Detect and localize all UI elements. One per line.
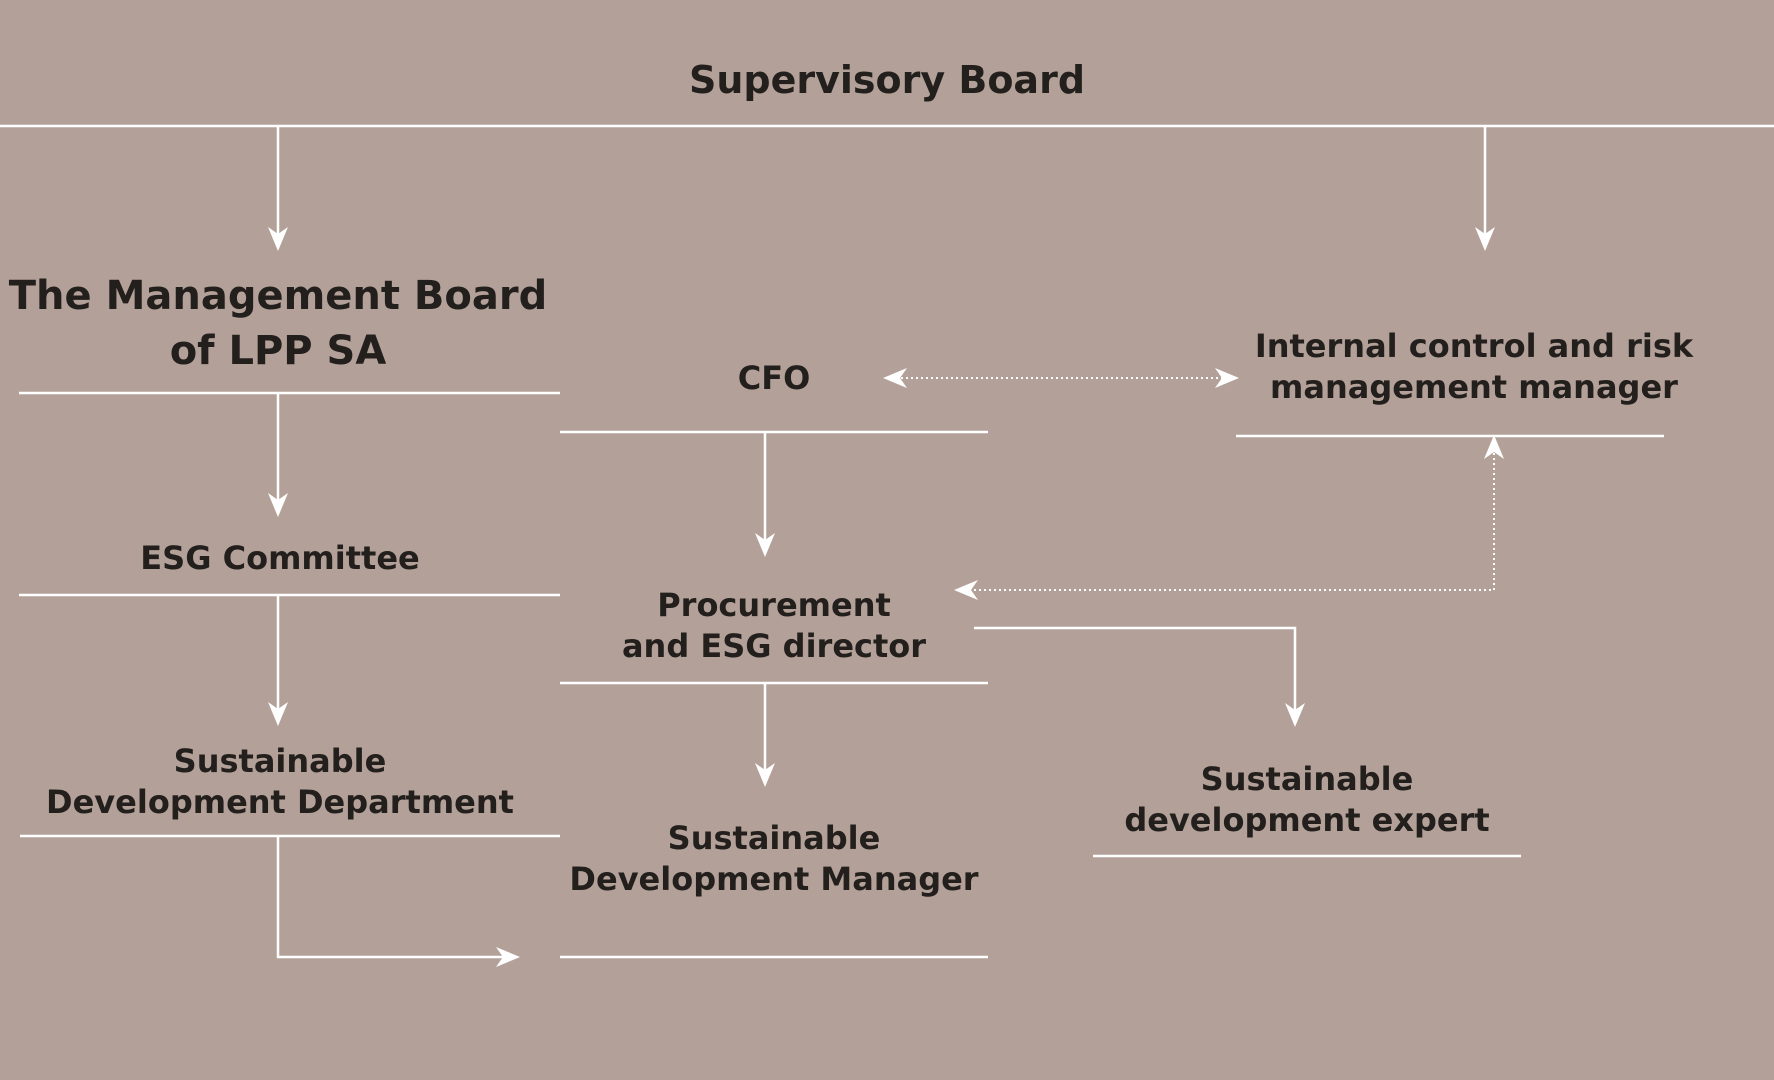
cfo-label: CFO (560, 358, 988, 399)
sustainable-dev-department-label: Sustainable Development Department (0, 741, 560, 823)
internal-control-line2: management manager (1270, 367, 1678, 406)
expert-line2: development expert (1124, 800, 1490, 839)
procurement-director-label: Procurement and ESG director (560, 585, 988, 667)
sdm-line1: Sustainable (667, 819, 881, 857)
procurement-line2: and ESG director (621, 626, 927, 665)
procurement-line1: Procurement (657, 586, 891, 624)
management-board-line1: The Management Board (8, 273, 548, 319)
supervisory-board-label: Supervisory Board (587, 56, 1187, 105)
management-board-line2: of LPP SA (169, 328, 387, 375)
esg-committee-text: ESG Committee (140, 539, 420, 577)
cfo-text: CFO (737, 359, 811, 397)
internal-control-label: Internal control and risk management man… (1236, 326, 1712, 408)
internal-control-line1: Internal control and risk (1254, 327, 1694, 365)
supervisory-board-text: Supervisory Board (688, 58, 1086, 102)
sdd-line2: Development Department (46, 782, 514, 821)
arrow-procurement-to-expert (974, 626, 1305, 727)
esg-committee-label: ESG Committee (0, 538, 560, 579)
expert-line1: Sustainable (1200, 760, 1414, 798)
sustainable-dev-expert-label: Sustainable development expert (1094, 759, 1520, 841)
arrow-sdd-to-sdm (276, 837, 520, 967)
sustainable-dev-manager-label: Sustainable Development Manager (560, 818, 988, 900)
management-board-label: The Management Board of LPP SA (0, 269, 556, 379)
sdd-line1: Sustainable (173, 742, 387, 780)
sdm-line2: Development Manager (569, 859, 979, 898)
dotted-arrow-internal-control-procurement (954, 435, 1504, 600)
